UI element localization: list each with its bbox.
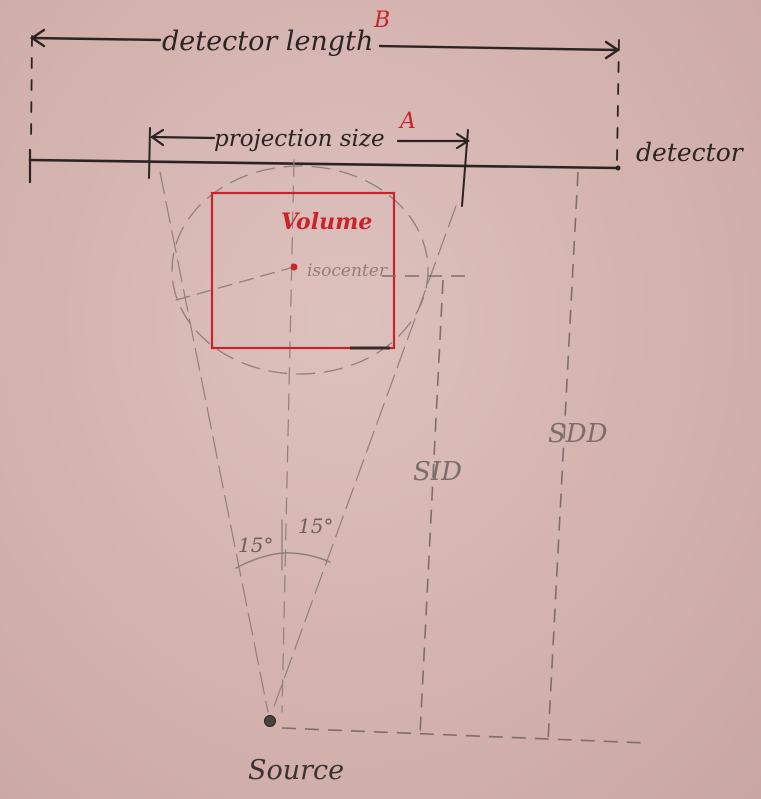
projection-size-marker-a: A [398,109,416,134]
volume-label: Volume [281,209,372,235]
beam-edge-right [271,205,457,713]
projection-size-label: projection size [214,126,385,152]
detector-length-arrow-right [378,44,620,52]
detector-length-extension-right [616,39,620,161]
angle-arc-left [235,552,283,569]
detector: detector [28,138,745,184]
detector-length-arrow-left [30,36,162,42]
sid-dimension-line [419,279,444,736]
central-ray [281,159,295,713]
source-label: Source [248,755,344,786]
cone-angles: 15° 15° [235,514,333,571]
isocenter-label: isocenter [307,261,388,281]
volume: Volume [210,191,396,350]
projection-size-arrow-left [150,135,216,140]
projection-size-dimension: projection size A [148,109,471,207]
sdd-dimension-line [547,171,579,743]
isocenter-point [290,263,298,271]
angle-arc-right [281,552,331,563]
source-baseline [281,727,647,744]
source-point [264,715,276,727]
detector-length-marker-b: B [373,8,390,33]
detector-length-label: detector length [162,26,373,57]
detector-label: detector [636,138,745,167]
projection-size-tick-left [148,127,151,179]
detector-length-dimension: detector length B [29,8,621,161]
projection-size-tick-right [461,129,469,207]
detector-length-extension-left [30,35,33,146]
angle-label-right: 15° [298,514,333,538]
source: Source [248,715,344,786]
field-of-view-circle [171,165,429,375]
sdd-label: SDD [548,419,608,449]
sid-label: SID [413,457,462,487]
beam-edge-left [159,171,269,713]
detector-line [28,158,620,170]
isocenter-radius-line [175,266,295,301]
projection-size-arrowhead-left [150,128,165,147]
volume-rectangle [210,191,396,350]
angle-label-left: 15° [238,533,273,557]
isocenter: isocenter [175,261,388,301]
detector-end-point [615,165,621,171]
sdd-dimension: SDD [547,171,608,743]
x-ray-beam-cone [159,159,457,713]
sid-dimension: SID [382,275,470,736]
